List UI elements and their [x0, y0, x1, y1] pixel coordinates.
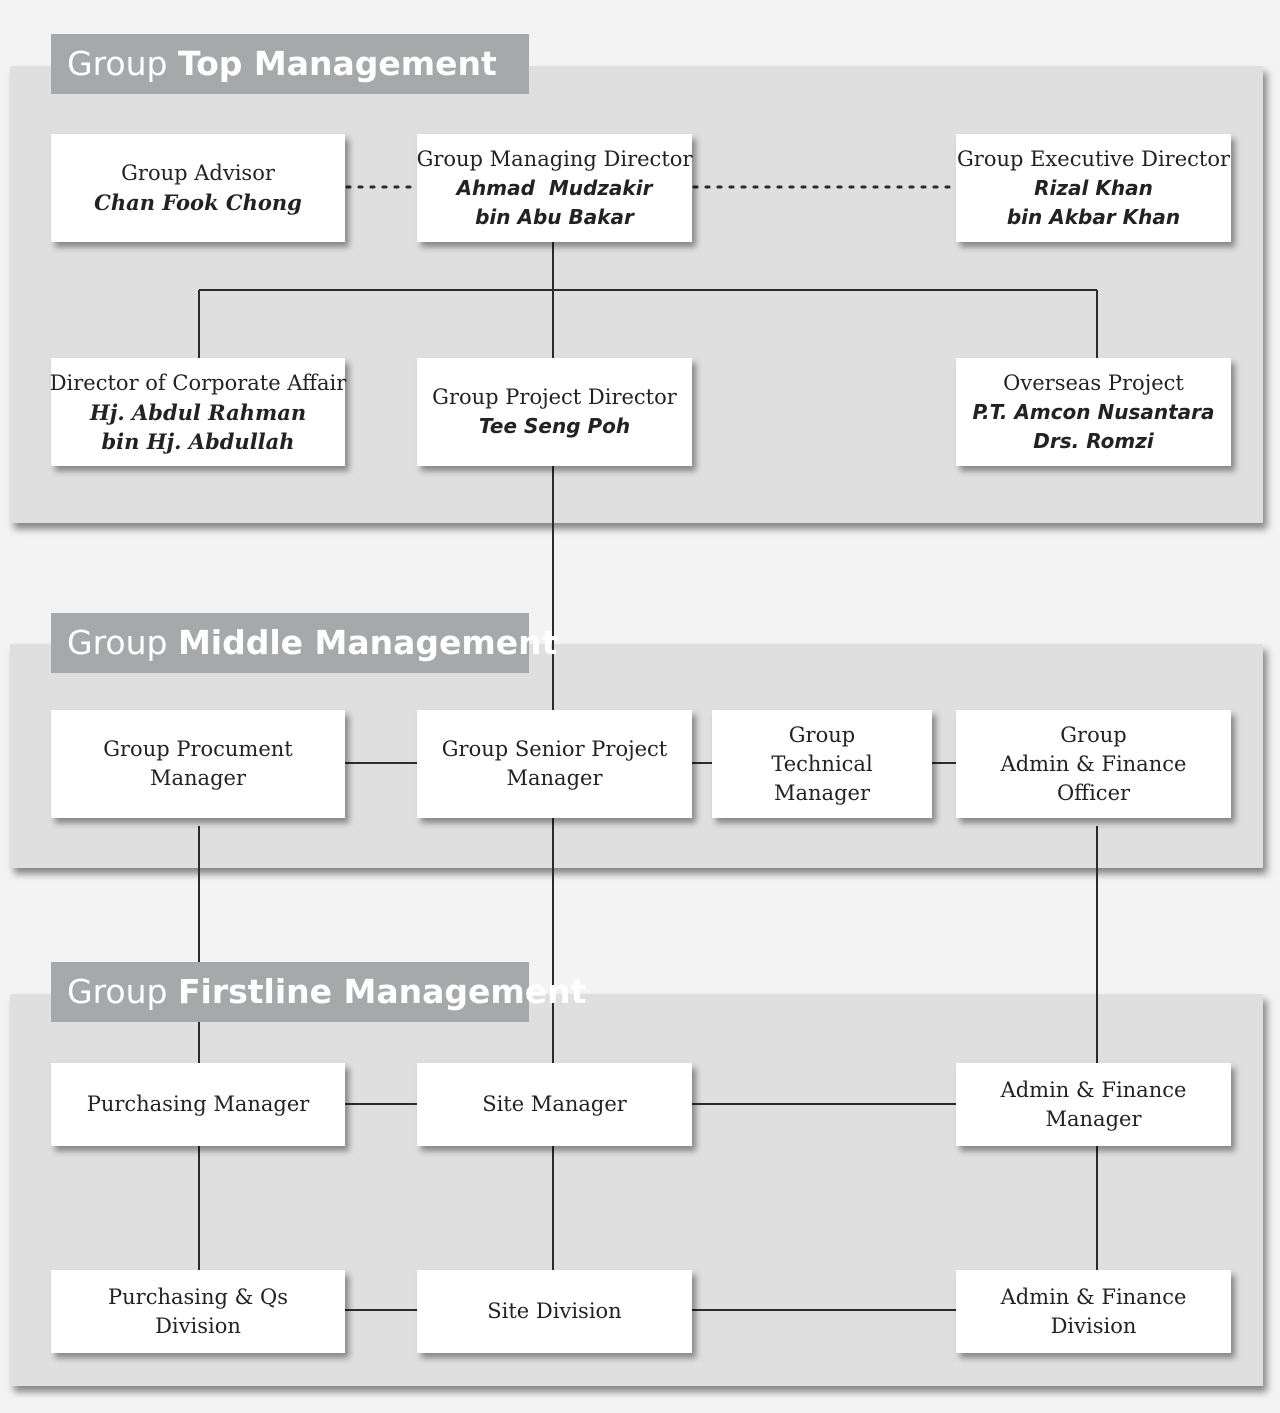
- role-label: Group Project Director: [432, 385, 677, 409]
- role-label: Officer: [1056, 780, 1131, 805]
- role-label: Group Advisor: [121, 161, 275, 185]
- role-label: Group: [788, 722, 856, 747]
- person-name: Rizal Khan: [1034, 175, 1153, 200]
- role-label: Site Manager: [482, 1092, 627, 1116]
- senior-project-manager-box: Group Senior Project Manager: [417, 710, 692, 818]
- admin-finance-division-box: Admin & Finance Division: [956, 1270, 1231, 1353]
- person-name: bin Abu Bakar: [475, 204, 634, 229]
- person-name: Drs. Romzi: [1033, 428, 1154, 453]
- person-name: Ahmad Mudzakir: [456, 175, 653, 200]
- role-label: Group Executive Director: [957, 146, 1231, 171]
- role-label: Admin & Finance: [1000, 751, 1187, 776]
- role-label: Manager: [1045, 1106, 1142, 1131]
- admin-finance-officer-box: Group Admin & Finance Officer: [956, 710, 1231, 818]
- overseas-project-box: Overseas Project P.T. Amcon Nusantara Dr…: [956, 358, 1231, 466]
- section-title-strong: Top Management: [177, 44, 497, 83]
- role-label: Group Procument: [103, 737, 293, 761]
- admin-finance-manager-box: Admin & Finance Manager: [956, 1063, 1231, 1146]
- section-title-light: Group: [67, 972, 168, 1011]
- role-label: Technical: [771, 751, 873, 776]
- section-title-middle: Group Middle Management: [51, 613, 557, 673]
- person-name: bin Hj. Abdullah: [101, 428, 295, 454]
- purchasing-manager-box: Purchasing Manager: [51, 1063, 345, 1146]
- person-name: P.T. Amcon Nusantara: [972, 399, 1215, 424]
- role-label: Group Managing Director: [416, 146, 693, 171]
- person-name: Hj. Abdul Rahman: [89, 399, 307, 425]
- role-label: Manager: [506, 766, 603, 790]
- person-name: Tee Seng Poh: [478, 414, 631, 438]
- role-label: Overseas Project: [1003, 370, 1184, 395]
- section-title-strong: Middle Management: [177, 623, 558, 662]
- site-manager-box: Site Manager: [417, 1063, 692, 1146]
- role-label: Admin & Finance: [1000, 1077, 1187, 1102]
- executive-director-box: Group Executive Director Rizal Khan bin …: [956, 134, 1231, 242]
- section-title-light: Group: [67, 623, 168, 662]
- corporate-affair-box: Director of Corporate Affair Hj. Abdul R…: [49, 358, 347, 466]
- section-title-firstline: Group Firstline Management: [51, 962, 586, 1022]
- purchasing-qs-division-box: Purchasing & Qs Division: [51, 1270, 345, 1353]
- role-label: Purchasing & Qs: [108, 1284, 288, 1309]
- role-label: Site Division: [487, 1299, 622, 1323]
- role-label: Purchasing Manager: [86, 1092, 310, 1116]
- group-advisor-box: Group Advisor Chan Fook Chong: [51, 134, 345, 242]
- technical-manager-box: Group Technical Manager: [712, 710, 932, 818]
- section-title-light: Group: [67, 44, 168, 83]
- role-label: Manager: [774, 780, 870, 805]
- managing-director-box: Group Managing Director Ahmad Mudzakir b…: [417, 134, 692, 242]
- project-director-box: Group Project Director Tee Seng Poh: [417, 358, 692, 466]
- role-label: Admin & Finance: [1000, 1284, 1187, 1309]
- role-label: Division: [1050, 1313, 1137, 1338]
- role-label: Manager: [150, 766, 246, 790]
- site-division-box: Site Division: [417, 1270, 692, 1353]
- procument-manager-box: Group Procument Manager: [51, 710, 345, 818]
- role-label: Division: [155, 1313, 241, 1338]
- person-name: Chan Fook Chong: [94, 190, 302, 215]
- role-label: Group: [1060, 722, 1127, 747]
- role-label: Group Senior Project: [441, 737, 668, 761]
- section-title-top: Group Top Management: [51, 34, 529, 94]
- person-name: bin Akbar Khan: [1006, 204, 1181, 229]
- role-label: Director of Corporate Affair: [49, 370, 347, 395]
- section-title-strong: Firstline Management: [177, 972, 587, 1011]
